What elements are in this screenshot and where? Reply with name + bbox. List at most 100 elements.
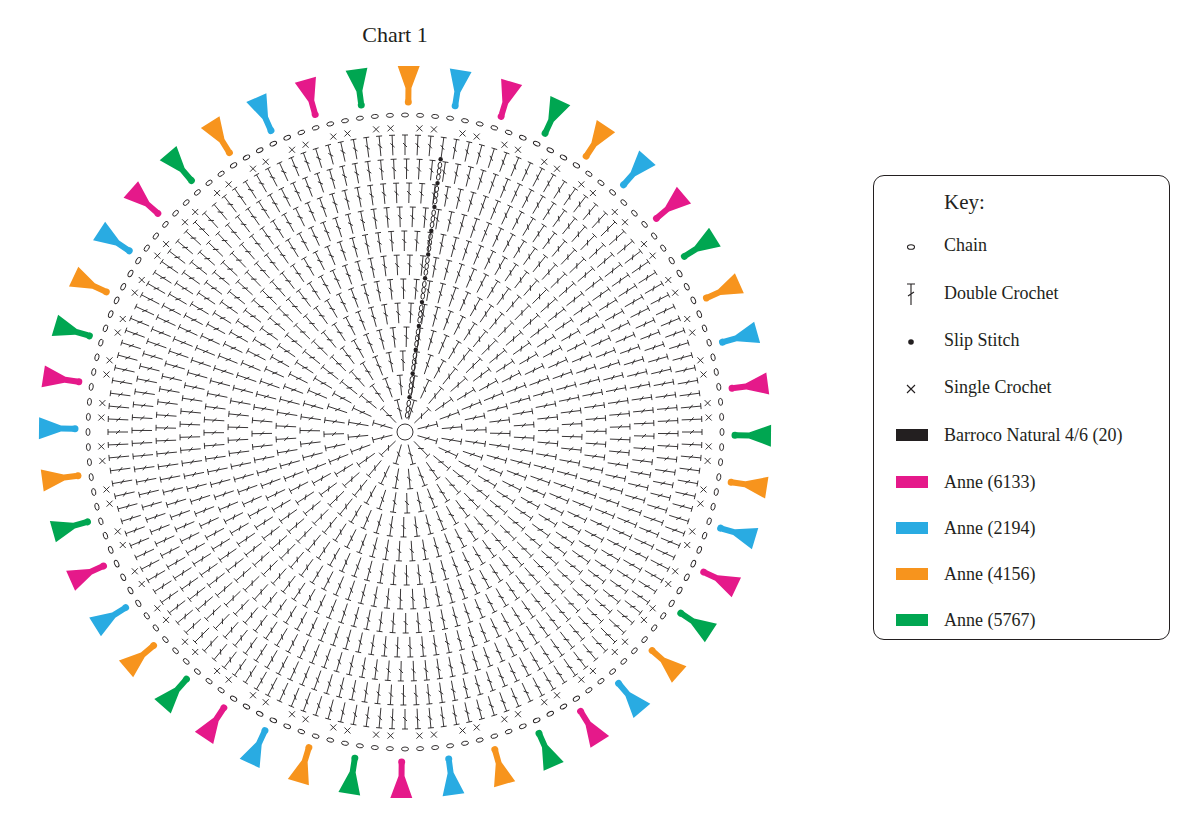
chain-stitch — [416, 746, 423, 750]
chain-stitch — [690, 296, 697, 304]
chain-stitch — [98, 517, 104, 525]
tassel — [69, 267, 114, 304]
chain-stitch — [135, 599, 142, 607]
single-crochet-mark — [132, 290, 138, 296]
single-crochet-mark — [388, 733, 394, 739]
single-crochet-mark — [701, 371, 707, 377]
tassel — [727, 373, 769, 400]
chain-stitch — [572, 162, 580, 169]
legend-label: Anne (6133) — [944, 472, 1035, 493]
slip-stitch-dot — [429, 229, 433, 233]
chain-stitch — [113, 296, 120, 304]
chain-stitch — [490, 733, 498, 739]
single-crochet-mark — [263, 159, 269, 165]
chain-stitch — [683, 283, 690, 291]
chain-stitch — [386, 113, 393, 117]
single-crochet-mark — [139, 277, 145, 283]
chain-stitch — [718, 398, 723, 405]
single-crochet-mark — [641, 241, 647, 247]
chain-stitch — [356, 743, 363, 748]
chain-stitch — [135, 257, 142, 265]
chain-stitch — [421, 293, 425, 299]
chain-stitch — [690, 560, 697, 568]
single-crochet-mark — [289, 147, 295, 153]
slip-stitch-dot — [438, 157, 442, 161]
single-crochet-mark — [154, 605, 160, 611]
stitch-symbol — [896, 283, 926, 305]
legend-label: Anne (2194) — [944, 518, 1035, 539]
chain-stitch — [89, 383, 94, 390]
single-crochet-mark — [650, 605, 656, 611]
chain-stitch — [720, 429, 724, 436]
chain-stitch — [87, 458, 92, 465]
tassel — [397, 66, 419, 106]
slip-stitch-dot — [417, 324, 421, 328]
slip-stitch-dot — [432, 205, 436, 209]
chain-stitch — [519, 723, 527, 729]
single-crochet-mark — [554, 692, 560, 698]
single-crochet-mark — [578, 677, 584, 683]
single-crochet-mark — [388, 125, 394, 131]
tassel — [89, 596, 134, 636]
chain-stitch — [597, 677, 605, 684]
chain-stitch — [193, 189, 201, 197]
single-crochet-mark — [665, 277, 671, 283]
chain-stitch — [386, 746, 393, 750]
chain-stitch — [710, 503, 716, 511]
tassel — [119, 635, 163, 677]
single-crochet-mark — [182, 639, 188, 645]
chain-stitch — [641, 636, 649, 644]
stitch-symbol — [896, 235, 926, 257]
single-crochet-mark — [226, 677, 232, 683]
tassel — [483, 743, 515, 787]
chain-stitch — [620, 199, 628, 207]
tassel — [676, 228, 721, 268]
legend-row: Chain — [874, 233, 1164, 259]
chain-stitch — [87, 398, 92, 405]
tassel — [240, 723, 277, 768]
chain-stitch — [533, 717, 541, 724]
chain-stitch — [431, 210, 435, 216]
chain-stitch — [371, 114, 378, 119]
color-swatch — [896, 614, 928, 626]
chain-stitch — [641, 220, 649, 228]
chain-stitch — [417, 317, 421, 323]
single-crochet-mark — [578, 181, 584, 187]
single-crochet-mark — [641, 617, 647, 623]
chain-stitch — [127, 586, 134, 594]
chain-stitch — [609, 189, 617, 197]
chain-stitch — [714, 488, 719, 496]
chain-stitch — [702, 324, 708, 332]
tassel — [642, 640, 686, 683]
legend-box: Key:ChainDouble CrochetSlip StitchSingle… — [873, 175, 1170, 640]
stitch-symbol — [896, 377, 926, 399]
single-crochet-mark — [163, 241, 169, 247]
tassel — [41, 464, 83, 491]
single-crochet-mark — [515, 147, 521, 153]
chain-stitch — [312, 733, 320, 739]
chain-stitch — [341, 741, 349, 746]
slip-stitch-dot — [435, 181, 439, 185]
single-crochet-mark — [226, 181, 232, 187]
double-crochet-strokes — [108, 135, 702, 729]
single-crochet-mark — [590, 668, 596, 674]
single-crochet-mark — [541, 699, 547, 705]
chain-stitch — [716, 383, 721, 390]
chain-stitch — [412, 358, 416, 364]
single-crochet-mark — [373, 732, 379, 738]
single-crochet-mark — [330, 134, 336, 140]
single-crochet-mark — [612, 649, 618, 655]
single-crochet-mark — [163, 617, 169, 623]
tassel — [390, 758, 412, 798]
chain-stitch — [242, 154, 250, 161]
chain-stitch — [108, 310, 114, 318]
single-crochet-mark — [554, 166, 560, 172]
chain-stitch — [428, 239, 432, 245]
chain-stitch — [283, 723, 291, 729]
single-crochet-mark — [706, 415, 712, 421]
single-crochet-mark — [330, 724, 336, 730]
chain-stitch — [421, 287, 425, 293]
chain-stitch — [297, 729, 305, 735]
single-crochet-mark — [214, 190, 220, 196]
single-crochet-mark — [98, 443, 104, 449]
